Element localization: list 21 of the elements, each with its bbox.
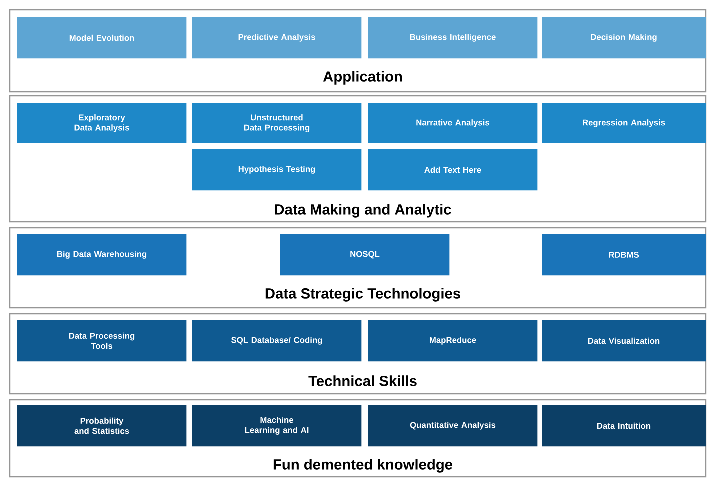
skill-box: Hypothesis Testing xyxy=(192,149,362,191)
skill-box: NOSQL xyxy=(280,234,450,276)
skill-box: Regression Analysis xyxy=(542,104,706,144)
skill-box: Machine Learning and AI xyxy=(192,405,362,447)
skill-box: Model Evolution xyxy=(17,17,187,59)
skill-box: Business Intelligence xyxy=(368,17,538,59)
skill-box: Decision Making xyxy=(542,17,706,59)
skill-box: RDBMS xyxy=(542,234,706,276)
skill-box: Big Data Warehousing xyxy=(17,234,187,276)
skill-box: SQL Database/ Coding xyxy=(192,320,362,362)
skill-box: Quantitative Analysis xyxy=(368,405,538,447)
skill-box: Add Text Here xyxy=(368,149,538,191)
skill-box: Data Visualization xyxy=(542,320,706,362)
skill-box: Predictive Analysis xyxy=(192,17,362,59)
skill-box: Exploratory Data Analysis xyxy=(17,104,187,144)
skill-box: Narrative Analysis xyxy=(368,104,538,144)
skill-box: Data Intuition xyxy=(542,405,706,447)
skill-box: Probability and Statistics xyxy=(17,405,187,447)
skill-box: Unstructured Data Processing xyxy=(192,104,362,144)
skill-box: Data Processing Tools xyxy=(17,320,187,362)
skill-box: MapReduce xyxy=(368,320,538,362)
